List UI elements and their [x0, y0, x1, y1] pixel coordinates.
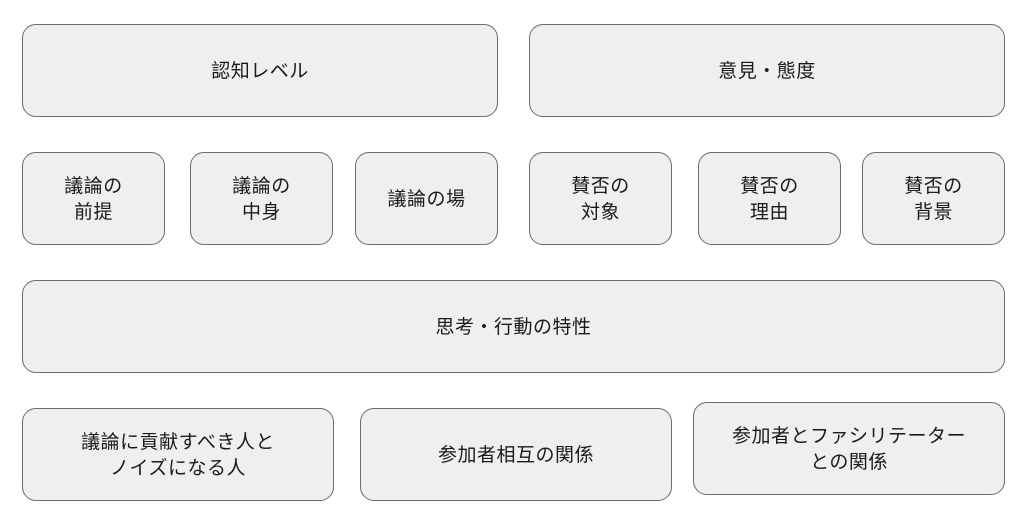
box-line-2: 前提 [73, 200, 113, 223]
box-line-1: 賛否の [740, 174, 799, 197]
box-line-1: 議論の場 [387, 187, 466, 210]
box-line-2: 理由 [749, 200, 789, 223]
box-line-2: との関係 [810, 450, 888, 473]
participant-facilitator-relations-box: 参加者とファシリテーター との関係 [693, 402, 1005, 495]
box-line-2: 背景 [913, 200, 953, 223]
thinking-behavior-traits-label: 思考・行動の特性 [435, 315, 592, 338]
box-line-1: 議論の [232, 174, 291, 197]
opinion-attitude-label: 意見・態度 [718, 59, 816, 82]
discussion-content-box: 議論の 中身 [190, 152, 333, 245]
approval-reason-box: 賛否の 理由 [698, 152, 841, 245]
box-line-1: 賛否の [571, 174, 630, 197]
box-line-1: 参加者とファシリテーター [731, 424, 966, 447]
opinion-attitude-box: 意見・態度 [529, 24, 1005, 117]
box-line-1: 議論に貢献すべき人と [81, 430, 275, 453]
cognition-level-label: 認知レベル [211, 59, 309, 82]
cognition-level-box: 認知レベル [22, 24, 498, 117]
contributors-and-noise-box: 議論に貢献すべき人と ノイズになる人 [22, 408, 334, 501]
box-line-2: 中身 [241, 200, 281, 223]
approval-target-box: 賛否の 対象 [529, 152, 672, 245]
approval-background-box: 賛否の 背景 [862, 152, 1005, 245]
discussion-venue-box: 議論の場 [355, 152, 498, 245]
box-line-1: 参加者相互の関係 [437, 443, 594, 466]
thinking-behavior-traits-box: 思考・行動の特性 [22, 280, 1005, 373]
participant-relations-box: 参加者相互の関係 [360, 408, 672, 501]
box-line-2: ノイズになる人 [110, 456, 246, 479]
box-line-2: 対象 [580, 200, 620, 223]
box-line-1: 議論の [64, 174, 123, 197]
discussion-premise-box: 議論の 前提 [22, 152, 165, 245]
box-line-1: 賛否の [904, 174, 963, 197]
